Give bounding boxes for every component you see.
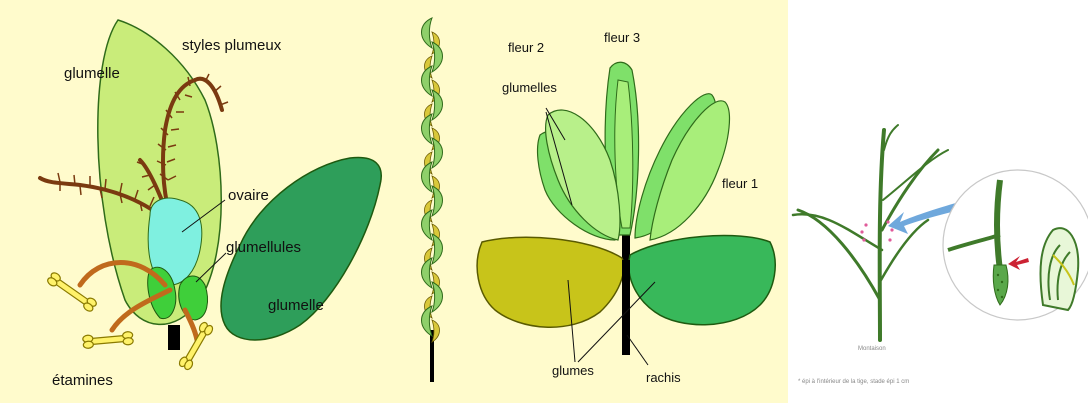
caption-footer: * épi à l'intérieur de la tige, stade ép…: [798, 379, 909, 385]
label-etamines: étamines: [52, 372, 113, 389]
wheat-plant: [793, 125, 948, 340]
glume-right: [629, 236, 775, 325]
diagram-svg: styles plumeux glumelle ovaire glumellul…: [0, 0, 788, 403]
rachis-front: [622, 260, 630, 355]
label-glumes: glumes: [552, 363, 594, 378]
plant-illustration-panel: Montaison * épi à l'intérieur de la tige…: [788, 0, 1088, 403]
label-styles-plumeux: styles plumeux: [182, 37, 282, 54]
ear-spikelet: [432, 90, 443, 120]
ear-spikelet: [432, 234, 443, 264]
ear-spikelet: [432, 282, 443, 312]
label-glumellules: glumellules: [226, 239, 301, 256]
label-glumelles: glumelles: [502, 80, 557, 95]
rachilla: [168, 325, 180, 350]
anther-1: [46, 271, 98, 313]
stem-cross-section: [1040, 228, 1078, 310]
anther-2: [83, 331, 134, 348]
wheat-ear: [422, 18, 443, 382]
label-ovaire: ovaire: [228, 187, 269, 204]
ear-spikelet: [432, 42, 443, 72]
label-fleur-1: fleur 1: [722, 176, 758, 191]
ear-spikelet: [422, 114, 433, 144]
label-rachis: rachis: [646, 370, 681, 385]
ear-spikelet: [422, 210, 433, 240]
caption-stage: Montaison: [858, 346, 886, 352]
ear-spikelet: [432, 138, 443, 168]
label-fleur-2: fleur 2: [508, 40, 544, 55]
ear-spikelet: [422, 66, 433, 96]
glume-left: [477, 237, 624, 327]
label-glumelle-right: glumelle: [268, 297, 324, 314]
ear-spikelet: [422, 18, 433, 48]
label-glumelle-top: glumelle: [64, 65, 120, 82]
spikelet-diagram: fleur 2 fleur 3 glumelles fleur 1 glumes…: [477, 30, 775, 385]
ear-spikelet: [422, 258, 433, 288]
ear-position-marks: [860, 220, 893, 241]
ear-spikelet: [422, 306, 433, 336]
label-fleur-3: fleur 3: [604, 30, 640, 45]
ear-spikelets: [422, 18, 443, 342]
flower-diagram: styles plumeux glumelle ovaire glumellul…: [40, 20, 381, 389]
ear-spikelet: [422, 162, 433, 192]
diagram-panel: styles plumeux glumelle ovaire glumellul…: [0, 0, 788, 403]
ear-spikelet: [432, 186, 443, 216]
plant-svg: Montaison * épi à l'intérieur de la tige…: [788, 0, 1088, 403]
